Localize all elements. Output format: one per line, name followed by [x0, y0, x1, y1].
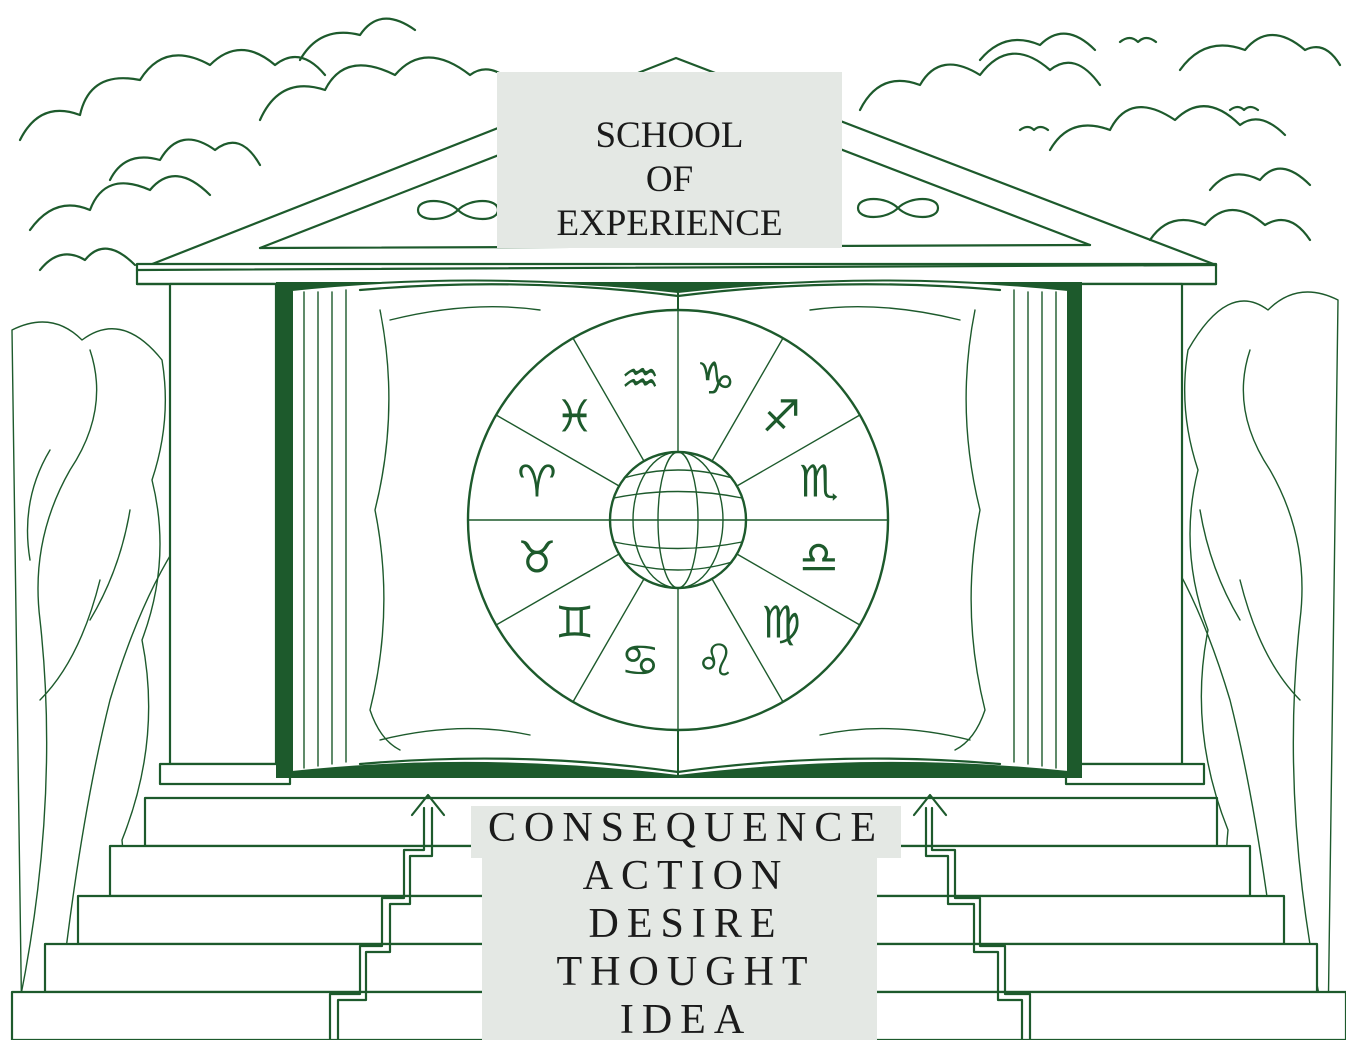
step-thought: THOUGHT — [471, 948, 901, 996]
pisces-icon: ♓ — [555, 391, 594, 442]
title-line-3: EXPERIENCE — [497, 202, 842, 246]
leo-icon: ♌ — [696, 636, 735, 687]
step-desire: DESIRE — [471, 900, 901, 948]
step-idea: IDEA — [471, 996, 901, 1044]
zodiac-wheel: ♑ ♐ ♏ ♎ ♍ ♌ ♋ ♊ ♉ ♈ ♓ ♒ — [468, 310, 888, 730]
left-column — [160, 284, 290, 784]
virgo-icon: ♍ — [762, 598, 801, 649]
gemini-icon: ♊ — [555, 598, 594, 649]
right-column — [1066, 284, 1204, 784]
infinity-icon-left — [418, 201, 498, 219]
aquarius-icon: ♒ — [620, 353, 659, 404]
taurus-icon: ♉ — [517, 532, 556, 583]
aries-icon: ♈ — [517, 457, 556, 508]
infinity-icon-right — [858, 199, 938, 217]
title-line-1: SCHOOL — [497, 114, 842, 158]
step-consequence: CONSEQUENCE — [471, 804, 901, 852]
capricorn-icon: ♑ — [696, 353, 735, 404]
scorpio-icon: ♏ — [799, 457, 838, 508]
step-action: ACTION — [471, 852, 901, 900]
cancer-icon: ♋ — [620, 636, 659, 687]
sagittarius-icon: ♐ — [762, 391, 801, 442]
title-line-2: OF — [497, 158, 842, 202]
steps-list: CONSEQUENCE ACTION DESIRE THOUGHT IDEA — [471, 804, 901, 1044]
page-title: SCHOOL OF EXPERIENCE — [497, 114, 842, 246]
libra-icon: ♎ — [799, 532, 838, 583]
